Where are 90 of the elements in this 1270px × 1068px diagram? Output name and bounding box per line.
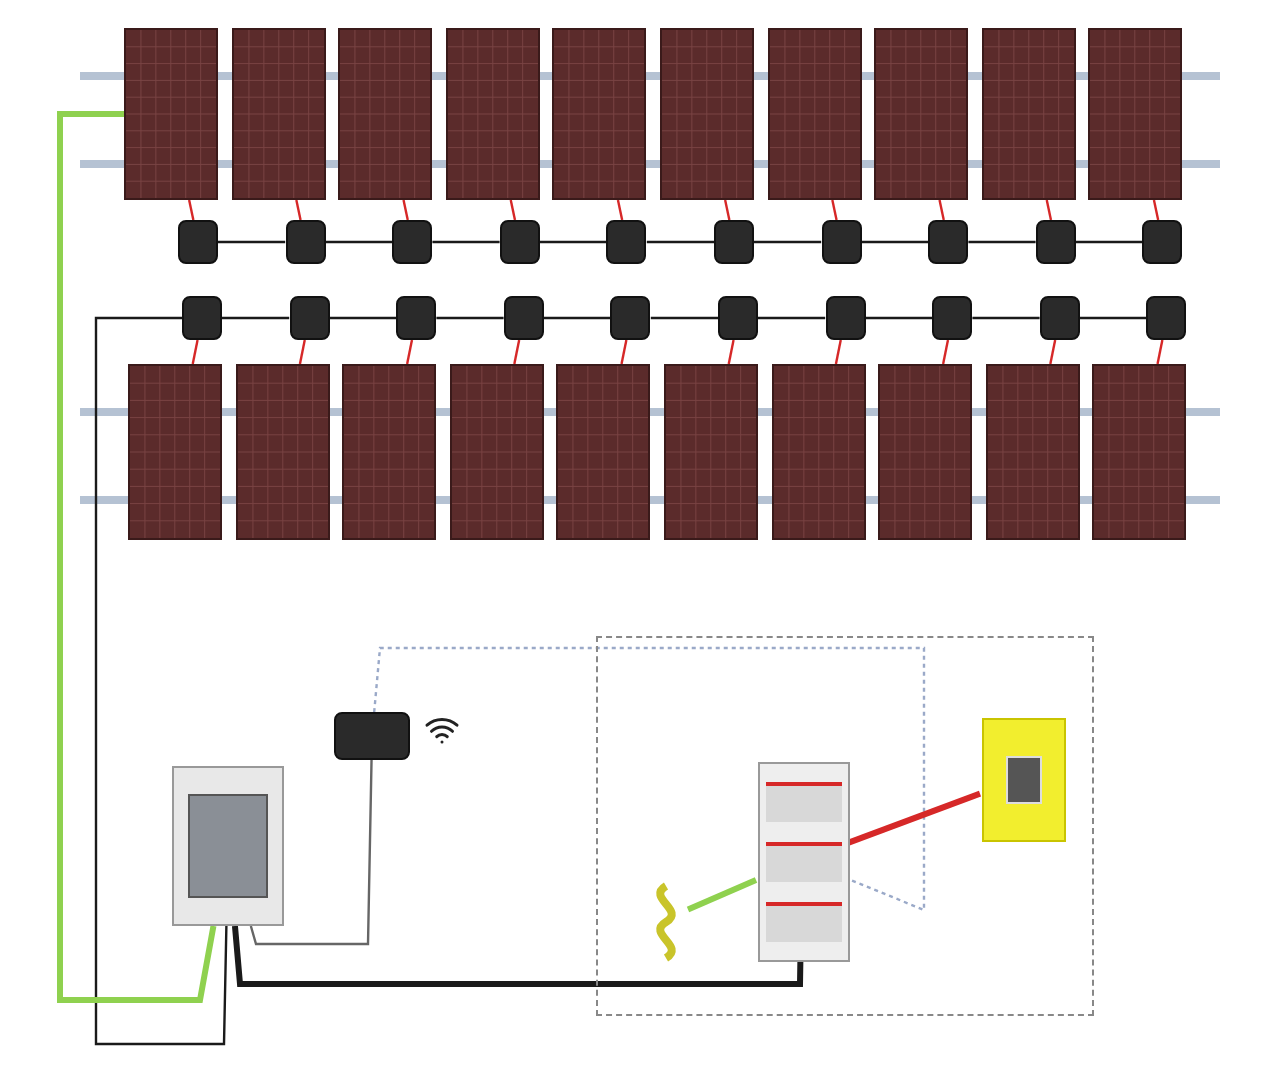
cable	[231, 925, 804, 987]
cable	[1075, 240, 1143, 244]
microinverter	[396, 296, 437, 340]
microinverter	[610, 296, 651, 340]
junction-box	[172, 766, 284, 926]
cable	[1152, 199, 1160, 221]
microinverter	[606, 220, 647, 264]
solar-panel	[338, 28, 433, 200]
cable	[298, 339, 306, 365]
signal-wire	[373, 646, 926, 912]
cable	[539, 240, 607, 244]
solar-panel	[985, 364, 1080, 540]
microinverter	[503, 296, 544, 340]
cable	[543, 316, 611, 320]
solar-panel	[1092, 364, 1187, 540]
cable	[513, 339, 521, 365]
cable	[509, 199, 517, 221]
microinverter	[932, 296, 973, 340]
solar-panel	[449, 364, 544, 540]
cable	[646, 240, 714, 244]
solar-panel	[664, 364, 758, 540]
cable	[94, 316, 228, 1046]
cable	[402, 199, 409, 221]
microinverter	[178, 220, 218, 264]
cable	[249, 759, 373, 946]
cable	[754, 240, 822, 244]
solar-panel	[556, 364, 651, 540]
solar-panel	[124, 28, 218, 200]
cable	[865, 316, 933, 320]
microinverter	[285, 220, 326, 264]
cable	[436, 316, 504, 320]
cable	[187, 199, 195, 221]
microinverter	[825, 296, 866, 340]
cable	[938, 199, 945, 221]
cable	[834, 339, 842, 365]
cable	[723, 199, 731, 221]
microinverter	[821, 220, 862, 264]
cable	[325, 240, 393, 244]
solar-panel	[771, 364, 866, 540]
breaker-assembly	[758, 762, 850, 962]
microinverter	[718, 296, 758, 340]
cable	[968, 240, 1036, 244]
microinverter	[928, 220, 969, 264]
cable	[846, 790, 982, 846]
cable	[1156, 339, 1164, 365]
cable	[620, 339, 628, 365]
cable	[831, 199, 838, 221]
microinverter	[1035, 220, 1076, 264]
solar-panel	[128, 364, 222, 540]
microinverter	[499, 220, 540, 264]
cable	[758, 316, 826, 320]
solar-panel	[874, 28, 969, 200]
solar-panel	[1088, 28, 1183, 200]
cable	[1049, 339, 1057, 365]
microinverter	[1142, 220, 1183, 264]
cable	[861, 240, 929, 244]
microinverter	[182, 296, 222, 340]
solar-panel	[231, 28, 326, 200]
microinverter	[714, 220, 754, 264]
solar-panel	[445, 28, 540, 200]
cable	[941, 339, 950, 365]
cable	[222, 316, 290, 320]
cable	[1079, 316, 1147, 320]
enclosure-outline	[596, 636, 1094, 1016]
microinverter	[1039, 296, 1080, 340]
microinverter	[289, 296, 330, 340]
cable	[218, 240, 286, 244]
cable	[405, 339, 414, 365]
cable	[329, 316, 397, 320]
solar-panel	[235, 364, 330, 540]
distribution-board	[982, 718, 1066, 842]
cable	[432, 240, 500, 244]
cable	[616, 199, 624, 221]
cable	[295, 199, 302, 221]
cable	[972, 316, 1040, 320]
cable	[727, 339, 735, 365]
microinverter	[1146, 296, 1187, 340]
solar-panel	[660, 28, 754, 200]
solar-panel	[878, 364, 973, 540]
solar-panel	[767, 28, 862, 200]
microinverter	[392, 220, 433, 264]
cable	[1045, 199, 1053, 221]
gateway-box	[334, 712, 410, 760]
cable	[57, 111, 217, 1003]
solar-panel	[342, 364, 437, 540]
cable	[650, 316, 718, 320]
cable	[686, 877, 758, 913]
solar-panel	[981, 28, 1076, 200]
cable	[191, 339, 199, 365]
solar-panel	[552, 28, 647, 200]
